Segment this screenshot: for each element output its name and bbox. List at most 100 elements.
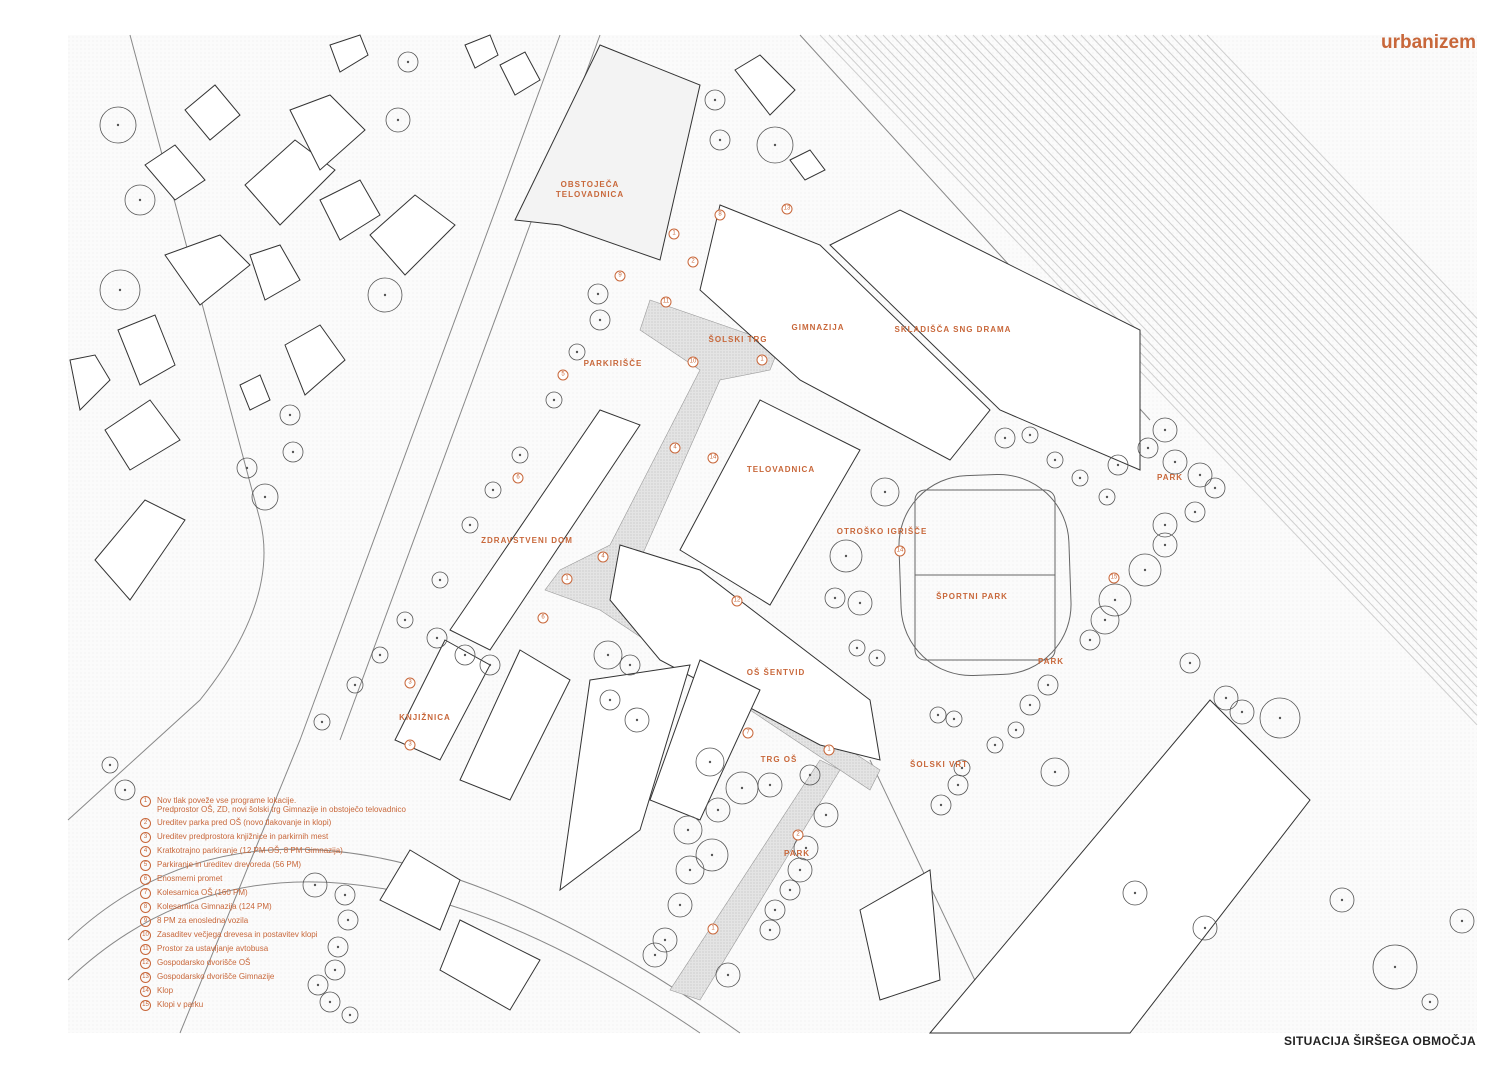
rail-line [1179, 34, 1478, 348]
tree-center-dot [1173, 460, 1177, 464]
tree-center-dot [116, 123, 120, 127]
rail-line [1098, 34, 1478, 433]
tree-icon [787, 857, 813, 883]
tree-icon [307, 974, 329, 996]
plan-marker: 1 [756, 354, 768, 366]
tree-center-dot [333, 968, 337, 972]
tree-center-dot [808, 773, 812, 777]
tree-center-dot [346, 918, 350, 922]
rail-line [999, 34, 1478, 537]
tree-center-dot [518, 453, 522, 457]
plan-marker: 1 [561, 573, 573, 585]
tree-icon [624, 707, 650, 733]
tree-center-dot [353, 683, 357, 687]
tree-center-dot [328, 1000, 332, 1004]
tree-icon [695, 747, 725, 777]
tree-icon [346, 676, 364, 694]
tree-icon [1187, 462, 1213, 488]
rail-line [1116, 34, 1478, 414]
tree-center-dot [858, 601, 862, 605]
tree-center-dot [488, 663, 492, 667]
plan-marker: 8 [714, 209, 726, 221]
rail-line [1170, 34, 1478, 357]
tree-icon [324, 959, 346, 981]
tree-center-dot [123, 788, 127, 792]
tree-center-dot [1163, 543, 1167, 547]
tree-center-dot [245, 466, 249, 470]
tree-center-dot [313, 883, 317, 887]
legend-text: Nov tlak poveže vse programe lokacije.Pr… [157, 796, 406, 814]
tree-icon [1449, 908, 1475, 934]
tree-center-dot [1028, 433, 1032, 437]
tree-icon [813, 802, 839, 828]
tree-icon [1098, 583, 1132, 617]
tree-icon [1179, 652, 1201, 674]
rail-line [873, 34, 1478, 669]
tree-icon [1071, 469, 1089, 487]
label-park-1: PARK [1156, 473, 1184, 482]
tree-icon [101, 756, 119, 774]
plan-marker: 1 [668, 228, 680, 240]
legend-text: 8 PM za enosledna vozila [157, 916, 249, 925]
rail-line [882, 34, 1478, 660]
tree-center-dot [608, 698, 612, 702]
os-building [609, 544, 881, 761]
tree-center-dot [686, 828, 690, 832]
tree-icon [779, 879, 801, 901]
tree-icon [930, 794, 952, 816]
tree-icon [1037, 674, 1059, 696]
rail-line [1206, 34, 1478, 319]
tree-icon [667, 892, 693, 918]
legend-number: 7 [140, 888, 151, 899]
label-skladisca: SKLADIŠČA SNG DRAMA [894, 325, 1012, 334]
rail-line [1197, 34, 1478, 329]
tree-center-dot [726, 973, 730, 977]
tree-center-dot [606, 653, 610, 657]
plan-marker: 10 [687, 356, 699, 368]
plan-marker: 3 [404, 677, 416, 689]
plan-marker: 6 [537, 612, 549, 624]
tree-center-dot [348, 1013, 352, 1017]
plan-marker: 4 [597, 551, 609, 563]
tree-center-dot [956, 783, 960, 787]
sport-field [898, 473, 1072, 677]
tree-center-dot [378, 653, 382, 657]
rail-line [864, 34, 1478, 678]
legend-number: 10 [140, 930, 151, 941]
tree-icon [759, 919, 781, 941]
legend-text: Kratkotrajno parkiranje (12 PM OŠ, 8 PM … [157, 846, 343, 855]
tree-center-dot [383, 293, 387, 297]
tree-icon [568, 343, 586, 361]
tree-icon [396, 611, 414, 629]
tree-center-dot [713, 98, 717, 102]
tree-center-dot [718, 138, 722, 142]
tree-center-dot [833, 596, 837, 600]
tree-center-dot [438, 578, 442, 582]
tree-icon [1046, 451, 1064, 469]
tree-icon [385, 107, 411, 133]
tree-icon [756, 126, 794, 164]
tree-center-dot [1340, 898, 1344, 902]
tree-center-dot [788, 888, 792, 892]
plan-marker: 9 [614, 270, 626, 282]
tree-icon [1128, 553, 1162, 587]
zdravstveni-dom-building [449, 409, 641, 651]
tree-icon [709, 129, 731, 151]
tree-icon [1007, 721, 1025, 739]
tree-center-dot [936, 713, 940, 717]
rail-line [927, 34, 1478, 612]
rail-line [1044, 34, 1478, 489]
tree-icon [1259, 697, 1301, 739]
tree-center-dot [291, 450, 295, 454]
legend-text: Prostor za ustavljanje avtobusa [157, 944, 269, 953]
tree-icon [461, 516, 479, 534]
plan-marker: 12 [731, 595, 743, 607]
tree-icon [994, 427, 1016, 449]
tree-center-dot [773, 143, 777, 147]
tree-center-dot [596, 292, 600, 296]
tree-icon [764, 899, 786, 921]
